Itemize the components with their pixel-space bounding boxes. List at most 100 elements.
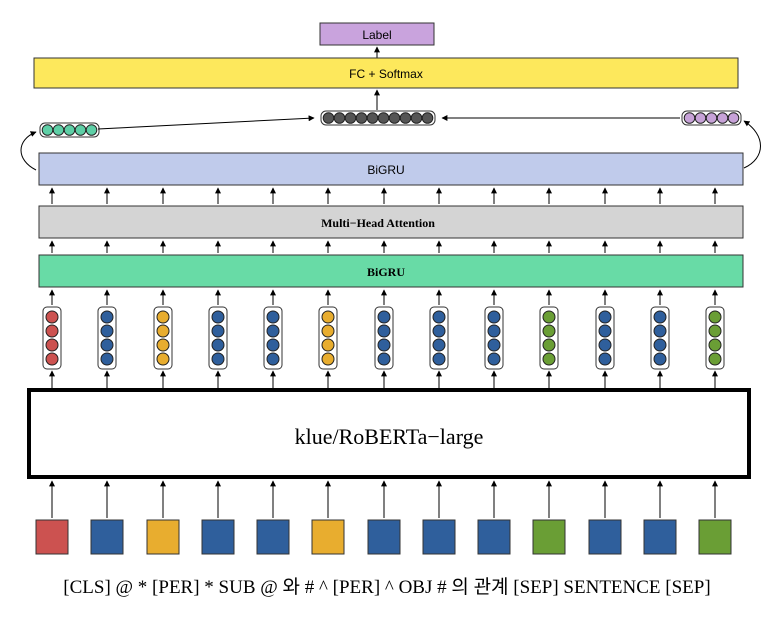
token-vector bbox=[42, 306, 62, 370]
encoder-box bbox=[27, 388, 751, 479]
concat-vector-cell bbox=[377, 112, 390, 124]
token-vector-cell bbox=[708, 324, 722, 338]
token-column bbox=[90, 187, 124, 555]
token-vector-cell bbox=[653, 310, 667, 324]
token-vector bbox=[153, 306, 173, 370]
concat-vector-cell bbox=[333, 112, 346, 124]
label-text: Label bbox=[362, 28, 391, 42]
token-column bbox=[588, 187, 622, 555]
pooled-vectors bbox=[39, 110, 742, 138]
token-column bbox=[477, 187, 511, 555]
token-vector-cell bbox=[487, 310, 501, 324]
token-column bbox=[643, 187, 677, 555]
input-token bbox=[643, 519, 677, 555]
token-column bbox=[146, 187, 180, 555]
token-vector bbox=[374, 306, 394, 370]
concat-vector-cell bbox=[388, 112, 401, 124]
token-vector-cell bbox=[45, 324, 59, 338]
input-token bbox=[588, 519, 622, 555]
pooled-cls-vector-cell bbox=[74, 124, 87, 136]
pooled-entity-vector bbox=[681, 110, 742, 126]
token-vector-cell bbox=[266, 352, 280, 366]
token-vector-cell bbox=[598, 338, 612, 352]
concat-vector-cell bbox=[410, 112, 423, 124]
token-column bbox=[35, 187, 69, 555]
token-vector-cell bbox=[708, 352, 722, 366]
input-token bbox=[311, 519, 345, 555]
pooled-cls-vector-cell bbox=[52, 124, 65, 136]
token-vector-cell bbox=[708, 338, 722, 352]
token-vector-cell bbox=[321, 352, 335, 366]
token-vector bbox=[539, 306, 559, 370]
pooled-entity-vector-cell bbox=[727, 112, 740, 124]
token-vector-cell bbox=[211, 324, 225, 338]
input-token bbox=[146, 519, 180, 555]
token-column bbox=[532, 187, 566, 555]
token-vector-cell bbox=[653, 324, 667, 338]
token-vector bbox=[705, 306, 725, 370]
token-columns bbox=[35, 187, 732, 555]
token-vector bbox=[97, 306, 117, 370]
input-token bbox=[90, 519, 124, 555]
token-vector-cell bbox=[653, 352, 667, 366]
token-column bbox=[422, 187, 456, 555]
token-column bbox=[698, 187, 732, 555]
token-vector-cell bbox=[708, 310, 722, 324]
token-vector-cell bbox=[266, 310, 280, 324]
token-vector-cell bbox=[100, 352, 114, 366]
bigru-top-text: BiGRU bbox=[367, 163, 404, 177]
attention-text: Multi−Head Attention bbox=[321, 216, 435, 230]
token-vector-cell bbox=[156, 352, 170, 366]
input-token bbox=[698, 519, 732, 555]
input-token bbox=[367, 519, 401, 555]
curve-arrow-left bbox=[20, 131, 37, 171]
concat-vector-cell bbox=[322, 112, 335, 124]
token-vector-cell bbox=[432, 324, 446, 338]
token-vector-cell bbox=[321, 310, 335, 324]
token-column bbox=[367, 187, 401, 555]
bigru-bottom-box bbox=[38, 254, 744, 288]
pooled-entity-vector-cell bbox=[716, 112, 729, 124]
token-vector-cell bbox=[487, 324, 501, 338]
token-vector bbox=[208, 306, 228, 370]
token-vector bbox=[263, 306, 283, 370]
token-vector-cell bbox=[45, 338, 59, 352]
token-vector-cell bbox=[100, 324, 114, 338]
token-vector-cell bbox=[321, 338, 335, 352]
pooled-entity-vector-cell bbox=[705, 112, 718, 124]
token-vector bbox=[318, 306, 338, 370]
token-vector-cell bbox=[377, 324, 391, 338]
token-vector-cell bbox=[432, 352, 446, 366]
token-vector-cell bbox=[432, 338, 446, 352]
pooled-cls-vector-cell bbox=[85, 124, 98, 136]
token-vector-cell bbox=[156, 324, 170, 338]
encoder-text: klue/RoBERTa−large bbox=[295, 424, 484, 449]
token-column bbox=[201, 187, 235, 555]
pooled-entity-vector-cell bbox=[694, 112, 707, 124]
fc-softmax-text: FC + Softmax bbox=[349, 67, 423, 81]
token-vector-cell bbox=[432, 310, 446, 324]
concat-vector-cell bbox=[421, 112, 434, 124]
pooled-cls-vector-cell bbox=[63, 124, 76, 136]
input-token bbox=[477, 519, 511, 555]
token-column bbox=[256, 187, 290, 555]
token-vector bbox=[595, 306, 615, 370]
token-vector bbox=[484, 306, 504, 370]
token-vector bbox=[650, 306, 670, 370]
input-token bbox=[201, 519, 235, 555]
token-vector-cell bbox=[487, 352, 501, 366]
token-vector-cell bbox=[156, 338, 170, 352]
token-vector-cell bbox=[211, 352, 225, 366]
pooled-entity-vector-cell bbox=[683, 112, 696, 124]
token-column bbox=[311, 187, 345, 555]
token-vector-cell bbox=[266, 338, 280, 352]
pooled-cls-vector-cell bbox=[41, 124, 54, 136]
concat-vector-cell bbox=[366, 112, 379, 124]
token-vector-cell bbox=[653, 338, 667, 352]
token-vector-cell bbox=[487, 338, 501, 352]
token-vector-cell bbox=[211, 310, 225, 324]
concat-vector-cell bbox=[355, 112, 368, 124]
concat-vector-cell bbox=[344, 112, 357, 124]
